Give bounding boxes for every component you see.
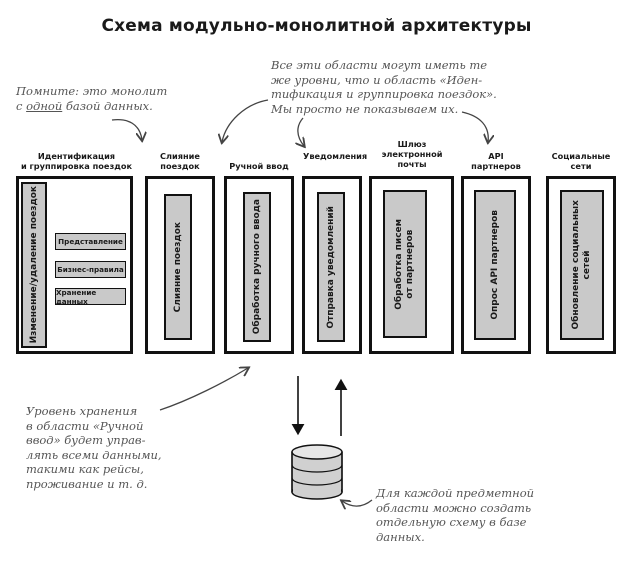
note-storage: Уровень хранения в области «Ручной ввод»… [26, 404, 186, 491]
note-schema: Для каждой предметной области можно созд… [376, 486, 546, 544]
inner-poll-partner-api: Опрос API партнеров [474, 190, 516, 340]
module-label-manual: Ручной ввод [229, 161, 289, 171]
inner-change-delete-trips: Изменение/удаление поездок [21, 182, 47, 348]
layer-business-rules: Бизнес-правила [55, 261, 126, 278]
note-schema-line: Для каждой предметной [376, 486, 535, 500]
arrow-monolith-note [111, 118, 142, 140]
note-storage-line: ввод» будет управ- [26, 433, 146, 447]
note-monolith: Помните: это монолит с одной базой данны… [16, 84, 186, 113]
module-label-email: Шлюз электронной почты [381, 139, 443, 169]
note-schema-line: области можно создать [376, 500, 532, 515]
module-label-social: Социальные сети [551, 151, 611, 171]
note-levels-line: же уровни, что и область «Иден- [271, 72, 483, 87]
layer-data-storage: Хранение данных [55, 288, 126, 306]
module-label-notifications: Уведомления [303, 151, 368, 161]
note-schema-line: данных. [376, 529, 425, 544]
note-levels-line: Мы просто не показываем их. [271, 101, 459, 116]
diagram-title: Схема модульно-монолитной архитектуры [101, 16, 532, 36]
arrow-levels-to-merge [222, 99, 269, 142]
module-label-merge: Слияние поездок [160, 151, 200, 171]
note-storage-line: такими как рейсы, [26, 462, 144, 476]
arrow-levels-to-partner-api [461, 111, 488, 142]
note-storage-line: в области «Ручной [26, 418, 144, 433]
inner-email-processing: Обработка писем от партнеров [383, 190, 427, 338]
inner-social-update: Обновление социальных сетей [560, 190, 604, 340]
layer-presentation: Представление [55, 233, 126, 250]
module-label-partner-api: API партнеров [471, 151, 521, 171]
module-label-identification: Идентификация и группировка поездок [20, 151, 133, 171]
arrow-schema-to-database [342, 500, 373, 506]
inner-send-notifications: Отправка уведомлений [317, 192, 345, 342]
inner-merge-trips: Слияние поездок [164, 194, 192, 340]
note-levels-line: тификация и группировка поездок». [271, 87, 497, 101]
database-icon [291, 444, 343, 500]
note-schema-line: отдельную схему в базе [376, 515, 527, 529]
note-storage-line: Уровень хранения [26, 404, 138, 418]
note-monolith-line2: с одной базой данных. [16, 98, 153, 113]
note-levels: Все эти области могут иметь те же уровни… [271, 58, 541, 116]
inner-manual-processing: Обработка ручного ввода [243, 192, 271, 342]
note-levels-line: Все эти области могут иметь те [271, 58, 488, 72]
note-storage-line: проживание и т. д. [26, 476, 148, 491]
note-storage-line: лять всеми данными, [26, 447, 162, 462]
arrow-levels-to-notifications [298, 117, 304, 146]
arrow-storage-to-manual [159, 368, 248, 411]
note-monolith-line1: Помните: это монолит [16, 84, 168, 98]
